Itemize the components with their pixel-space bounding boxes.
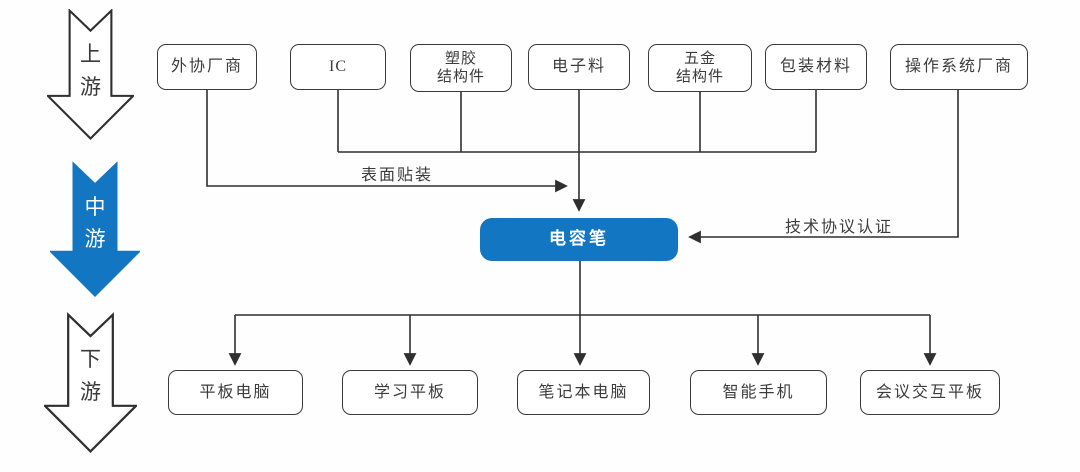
stage-arrow-midstream: 中游 (50, 160, 140, 300)
node-tablet: 平板电脑 (168, 370, 303, 415)
edge-protocol (688, 90, 959, 244)
node-smartphone: 智能手机 (690, 370, 827, 415)
node-plastic-parts: 塑胶 结构件 (410, 44, 512, 92)
stage-label-midstream: 中游 (84, 194, 106, 252)
chevron-down-arrow-icon (47, 9, 134, 140)
stage-arrow-downstream: 下游 (44, 312, 137, 455)
node-ic: IC (290, 44, 386, 90)
edge-label-protocol: 技术协议认证 (785, 219, 894, 236)
node-packaging-materials: 包装材料 (765, 44, 867, 90)
node-learning-tablet: 学习平板 (342, 370, 478, 415)
node-electronic-materials: 电子料 (528, 44, 630, 90)
node-metal-parts: 五金 结构件 (648, 44, 752, 92)
chevron-down-arrow-icon (44, 312, 137, 453)
edge-label-smt: 表面贴装 (361, 167, 434, 184)
node-laptop: 笔记本电脑 (517, 370, 650, 415)
node-outsourcing-vendor: 外协厂商 (157, 44, 257, 90)
stage-arrow-upstream: 上游 (47, 9, 134, 141)
node-capacitive-stylus: 电容笔 (480, 218, 678, 261)
stage-label-downstream: 下游 (79, 347, 101, 404)
stage-label-upstream: 上游 (79, 42, 101, 99)
edge-smt (206, 90, 568, 193)
node-os-vendor: 操作系统厂商 (890, 44, 1028, 90)
node-interactive-conference-panel: 会议交互平板 (860, 370, 1000, 415)
chevron-down-arrow-icon (50, 161, 140, 297)
